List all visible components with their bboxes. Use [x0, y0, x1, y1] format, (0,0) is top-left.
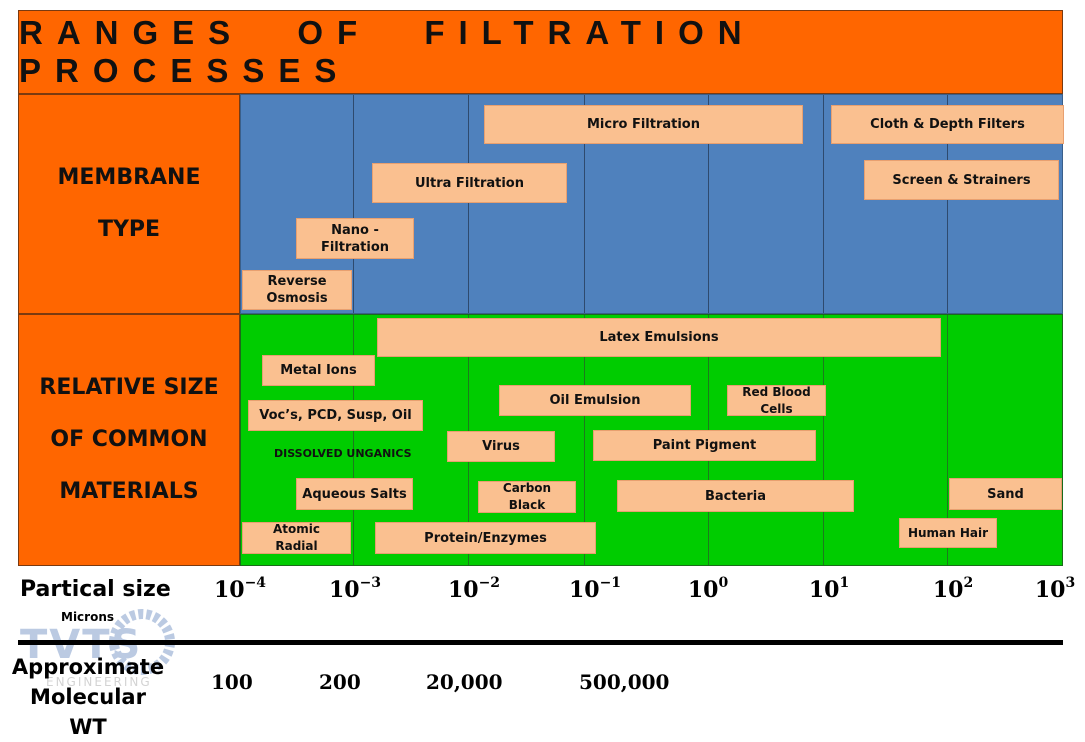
tick-label-1e-4: 10−4 — [213, 575, 267, 603]
tick-label-1e0: 100 — [687, 575, 729, 603]
gridline — [947, 95, 948, 313]
paint-pigment-box: Paint Pigment — [593, 430, 816, 461]
latex-emulsions-box: Latex Emulsions — [377, 318, 941, 357]
virus-box: Virus — [447, 431, 555, 462]
bacteria-box: Bacteria — [617, 480, 854, 512]
tick-label-1e3: 103 — [1034, 575, 1076, 603]
tick-label-1e-3: 10−3 — [328, 575, 382, 603]
carbon-black-box: Carbon Black — [478, 481, 576, 513]
ultra-filtration-box: Ultra Filtration — [372, 163, 567, 203]
gridline — [584, 95, 585, 313]
svg-text:TVTS: TVTS — [20, 622, 142, 668]
mw-value: 20,000 — [426, 670, 503, 694]
tick-label-1e1: 101 — [808, 575, 850, 603]
membrane-type-label: MEMBRANE TYPE — [57, 165, 201, 242]
separator-rule — [18, 640, 1063, 645]
svg-text:ENGINEERING: ENGINEERING — [46, 675, 152, 688]
mw-value: 500,000 — [579, 670, 670, 694]
sand-box: Sand — [949, 478, 1062, 510]
oil-emulsion-box: Oil Emulsion — [499, 385, 691, 416]
tick-label-1e-2: 10−2 — [447, 575, 501, 603]
particle-size-axis-label: Partical size — [20, 577, 171, 602]
nano-filtration-box: Nano - Filtration — [296, 218, 414, 259]
gridline — [823, 95, 824, 313]
gridline — [468, 95, 469, 313]
tick-label-1e-1: 10−1 — [568, 575, 622, 603]
mw-value: 100 — [211, 670, 253, 694]
mw-value: 200 — [319, 670, 361, 694]
gridline — [708, 95, 709, 313]
human-hair-box: Human Hair — [899, 518, 997, 548]
protein-enzymes-box: Protein/Enzymes — [375, 522, 596, 554]
red-blood-cells-box: Red Blood Cells — [727, 385, 826, 416]
materials-label: RELATIVE SIZE OF COMMON MATERIALS — [39, 375, 219, 504]
molecular-weight-label: Approximate Molecular WT — [11, 655, 165, 739]
screen-strainers-box: Screen & Strainers — [864, 160, 1059, 200]
vocs-box: Voc’s, PCD, Susp, Oil — [248, 400, 423, 431]
metal-ions-box: Metal Ions — [262, 355, 375, 386]
diagram-title: RANGES OF FILTRATION PROCESSES — [19, 14, 756, 89]
gridline — [947, 315, 948, 565]
dissolved-unganics-label: DISSOLVED UNGANICS — [274, 447, 412, 460]
gridline — [823, 315, 824, 565]
micro-filtration-box: Micro Filtration — [484, 105, 803, 144]
atomic-radial-box: Atomic Radial — [242, 522, 351, 554]
gridline — [353, 315, 354, 565]
cloth-depth-filters-box: Cloth & Depth Filters — [831, 105, 1064, 144]
reverse-osmosis-box: Reverse Osmosis — [242, 270, 352, 310]
title-bar: RANGES OF FILTRATION PROCESSES — [18, 10, 1063, 94]
membrane-type-label-cell: MEMBRANE TYPE — [18, 94, 240, 314]
microns-unit-label: Microns — [61, 610, 115, 624]
gridline — [584, 315, 585, 565]
materials-label-cell: RELATIVE SIZE OF COMMON MATERIALS — [18, 314, 240, 566]
aqueous-salts-box: Aqueous Salts — [296, 478, 413, 510]
gridline — [353, 95, 354, 313]
tick-label-1e2: 102 — [932, 575, 974, 603]
